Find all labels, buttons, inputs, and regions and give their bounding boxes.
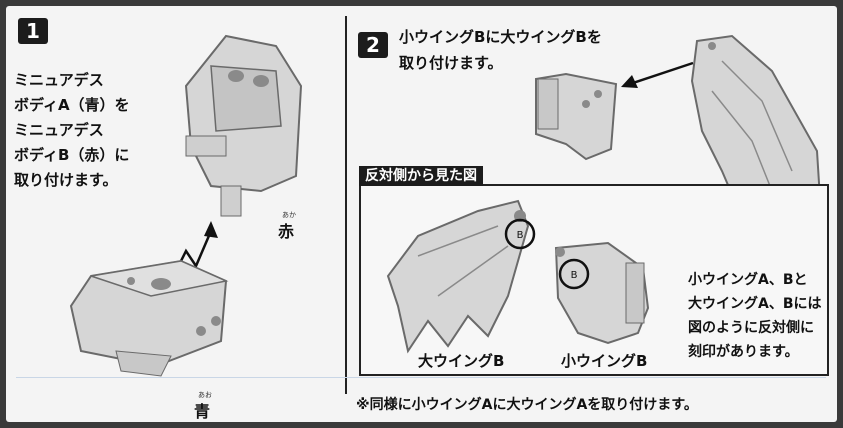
small-wing-b-reverse: B	[554, 241, 650, 345]
small-wing-marker: B	[571, 270, 578, 281]
step-1-line: ボディB（赤）に	[14, 146, 130, 164]
step-1-line: ボディA（青）を	[14, 96, 130, 114]
step-1-line: ミニュアデス	[14, 121, 104, 139]
step-1-line: ミニュアデス	[14, 71, 104, 89]
marking-note-line: 刻印があります。	[688, 344, 799, 360]
large-wing-marker: B	[517, 230, 524, 241]
step-2-instructions: 小ウイングBに大ウイングBを 取り付けます。	[399, 24, 602, 76]
step-1-badge: 1	[18, 18, 48, 44]
step-1-line: 取り付けます。	[14, 171, 118, 189]
marking-note-line: 図のように反対側に	[688, 320, 814, 336]
attach-arrow	[621, 61, 694, 88]
footer-rule	[16, 377, 826, 378]
step-divider	[345, 16, 347, 394]
blue-ruby: あお	[198, 391, 212, 399]
instruction-sheet: 1 ミニュアデス ボディA（青）を ミニュアデス ボディB（赤）に 取り付けます…	[6, 6, 837, 422]
blue-label: 青	[194, 402, 211, 421]
step-1-instructions: ミニュアデス ボディA（青）を ミニュアデス ボディB（赤）に 取り付けます。	[14, 68, 130, 193]
reverse-view-title: 反対側から見た図	[359, 166, 483, 186]
small-wing-illustration	[535, 72, 618, 161]
step-2-line: 小ウイングBに大ウイングBを	[399, 28, 602, 46]
small-wing-b-label: 小ウイングB	[561, 352, 648, 370]
footer-note: ※同様に小ウイングAに大ウイングAを取り付けます。	[356, 397, 698, 413]
marking-note-line: 大ウイングA、Bには	[688, 296, 822, 312]
step-2-line: 取り付けます。	[399, 54, 503, 72]
marking-note: 小ウイングA、Bと 大ウイングA、Bには 図のように反対側に 刻印があります。	[688, 268, 822, 364]
body-a-illustration	[69, 259, 229, 377]
red-label: 赤	[278, 222, 295, 241]
red-ruby: あか	[282, 211, 296, 219]
step-2-badge: 2	[358, 32, 388, 58]
marking-note-line: 小ウイングA、Bと	[688, 272, 808, 288]
body-b-illustration	[184, 34, 303, 217]
large-wing-b-label: 大ウイングB	[418, 352, 505, 370]
large-wing-b-reverse: B	[386, 199, 536, 354]
